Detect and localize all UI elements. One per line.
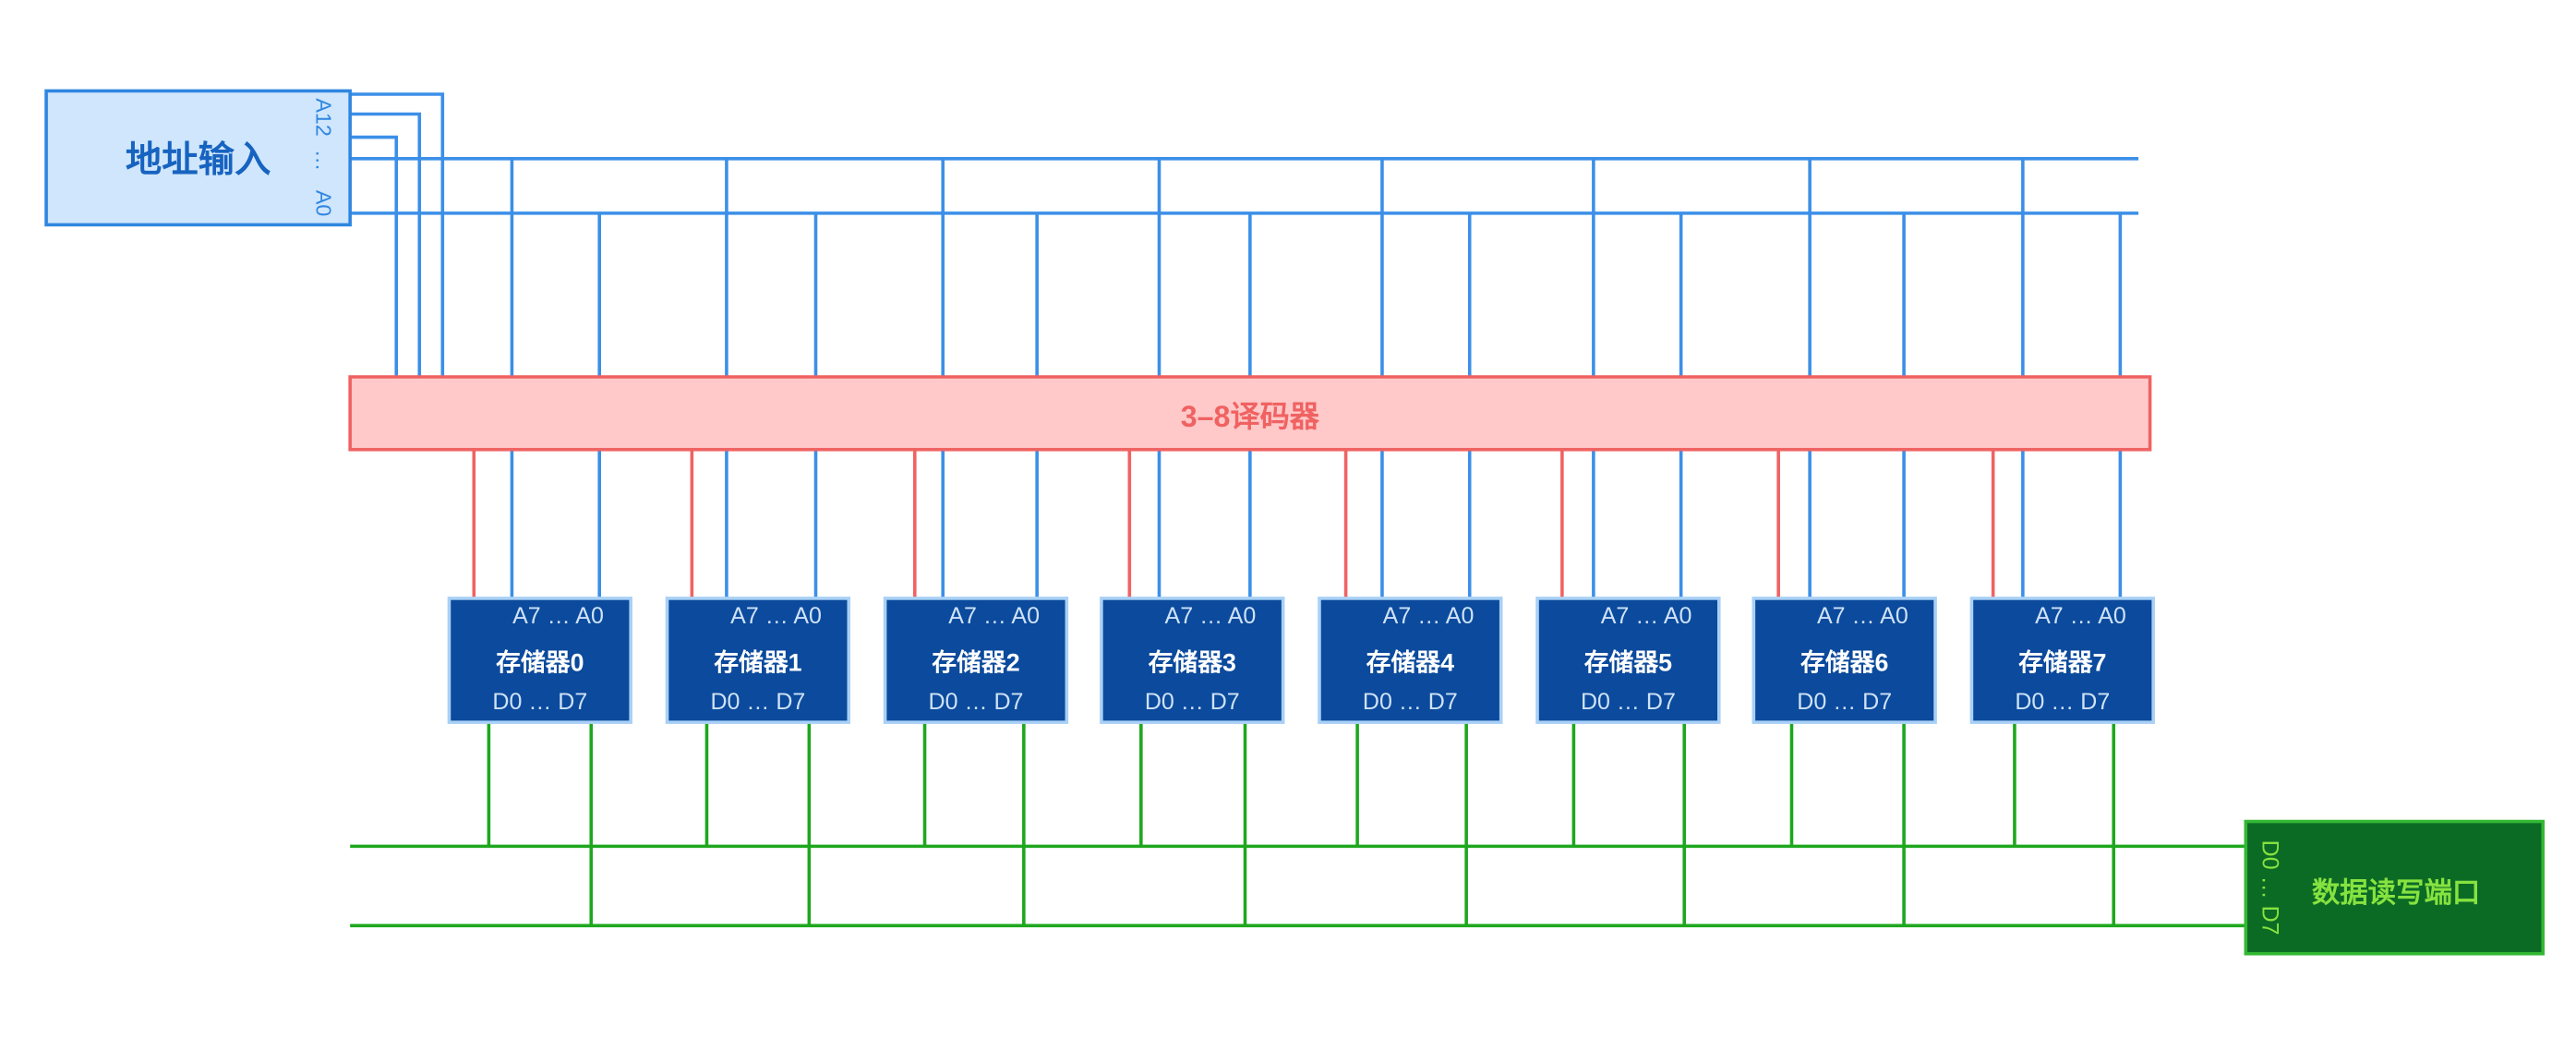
memory-chip-box — [1535, 597, 1721, 724]
memory-data-pins: D0 … D7 — [710, 689, 805, 715]
high-address-line — [350, 92, 445, 378]
memory-chip-6: A7 … A0 存储器6 D0 … D7 — [1751, 597, 1937, 724]
decoder-3-8: 3–8译码器 — [348, 375, 2152, 452]
memory-chip-4: A7 … A0 存储器4 D0 … D7 — [1318, 597, 1503, 724]
memory-chip-label: 存储器5 — [1584, 649, 1672, 677]
address-pin-ellipsis: … — [312, 150, 336, 171]
memory-chip-box — [665, 597, 851, 724]
memory-data-pins: D0 … D7 — [929, 689, 1024, 715]
data-port-label: 数据读写端口 — [2312, 877, 2480, 909]
memory-data-pins: D0 … D7 — [2015, 689, 2110, 715]
memory-chip-1: A7 … A0 存储器1 D0 … D7 — [665, 597, 851, 724]
memory-chip-box — [1969, 597, 2155, 724]
decoder-box — [348, 375, 2152, 452]
high-address-line — [350, 135, 399, 378]
memory-chip-label: 存储器7 — [2018, 649, 2106, 677]
memory-chip-3: A7 … A0 存储器3 D0 … D7 — [1100, 597, 1285, 724]
high-address-line — [350, 112, 422, 378]
memory-chip-label: 存储器6 — [1800, 649, 1888, 677]
address-pin-low: A0 — [312, 190, 336, 217]
address-wires — [350, 92, 2139, 598]
memory-chip-box — [1751, 597, 1937, 724]
memory-chip-box — [447, 597, 632, 724]
memory-address-pins: A7 … A0 — [1165, 603, 1257, 629]
memory-data-pins: D0 … D7 — [1581, 689, 1676, 715]
address-pin-high: A12 — [312, 98, 336, 136]
memory-data-pins: D0 … D7 — [1363, 689, 1458, 715]
address-input-block: 地址输入 A12 … A0 — [44, 89, 352, 227]
memory-data-pins: D0 … D7 — [1797, 689, 1892, 715]
data-wires — [350, 722, 2246, 928]
data-port-block: 数据读写端口 D0 … D7 — [2244, 819, 2546, 956]
memory-chip-0: A7 … A0 存储器0 D0 … D7 — [447, 597, 632, 724]
memory-address-pins: A7 … A0 — [948, 603, 1040, 629]
memory-chip-label: 存储器3 — [1149, 649, 1236, 677]
memory-address-pins: A7 … A0 — [1383, 603, 1475, 629]
memory-chip-box — [883, 597, 1069, 724]
decoder-label: 3–8译码器 — [1181, 400, 1320, 433]
memory-chip-label: 存储器2 — [932, 649, 1019, 677]
memory-data-pins: D0 … D7 — [492, 689, 587, 715]
memory-data-pins: D0 … D7 — [1145, 689, 1240, 715]
address-input-label: 地址输入 — [126, 139, 271, 180]
data-port-pins: D0 … D7 — [2257, 840, 2283, 935]
address-input-box — [44, 89, 352, 227]
memory-chip-label: 存储器4 — [1366, 649, 1454, 677]
memory-chip-5: A7 … A0 存储器5 D0 … D7 — [1535, 597, 1721, 724]
memory-chip-label: 存储器0 — [496, 649, 584, 677]
data-port-box — [2244, 819, 2546, 956]
memory-address-pins: A7 … A0 — [2035, 603, 2126, 629]
memory-address-pins: A7 … A0 — [1817, 603, 1908, 629]
memory-address-pins: A7 … A0 — [1601, 603, 1692, 629]
memory-chip-2: A7 … A0 存储器2 D0 … D7 — [883, 597, 1069, 724]
memory-chip-box — [1318, 597, 1503, 724]
memory-chip-7: A7 … A0 存储器7 D0 … D7 — [1969, 597, 2155, 724]
memory-address-pins: A7 … A0 — [512, 603, 604, 629]
chip-select-wires — [472, 449, 1995, 598]
memory-chip-box — [1100, 597, 1285, 724]
memory-chip-label: 存储器1 — [714, 649, 801, 677]
memory-address-pins: A7 … A0 — [730, 603, 822, 629]
